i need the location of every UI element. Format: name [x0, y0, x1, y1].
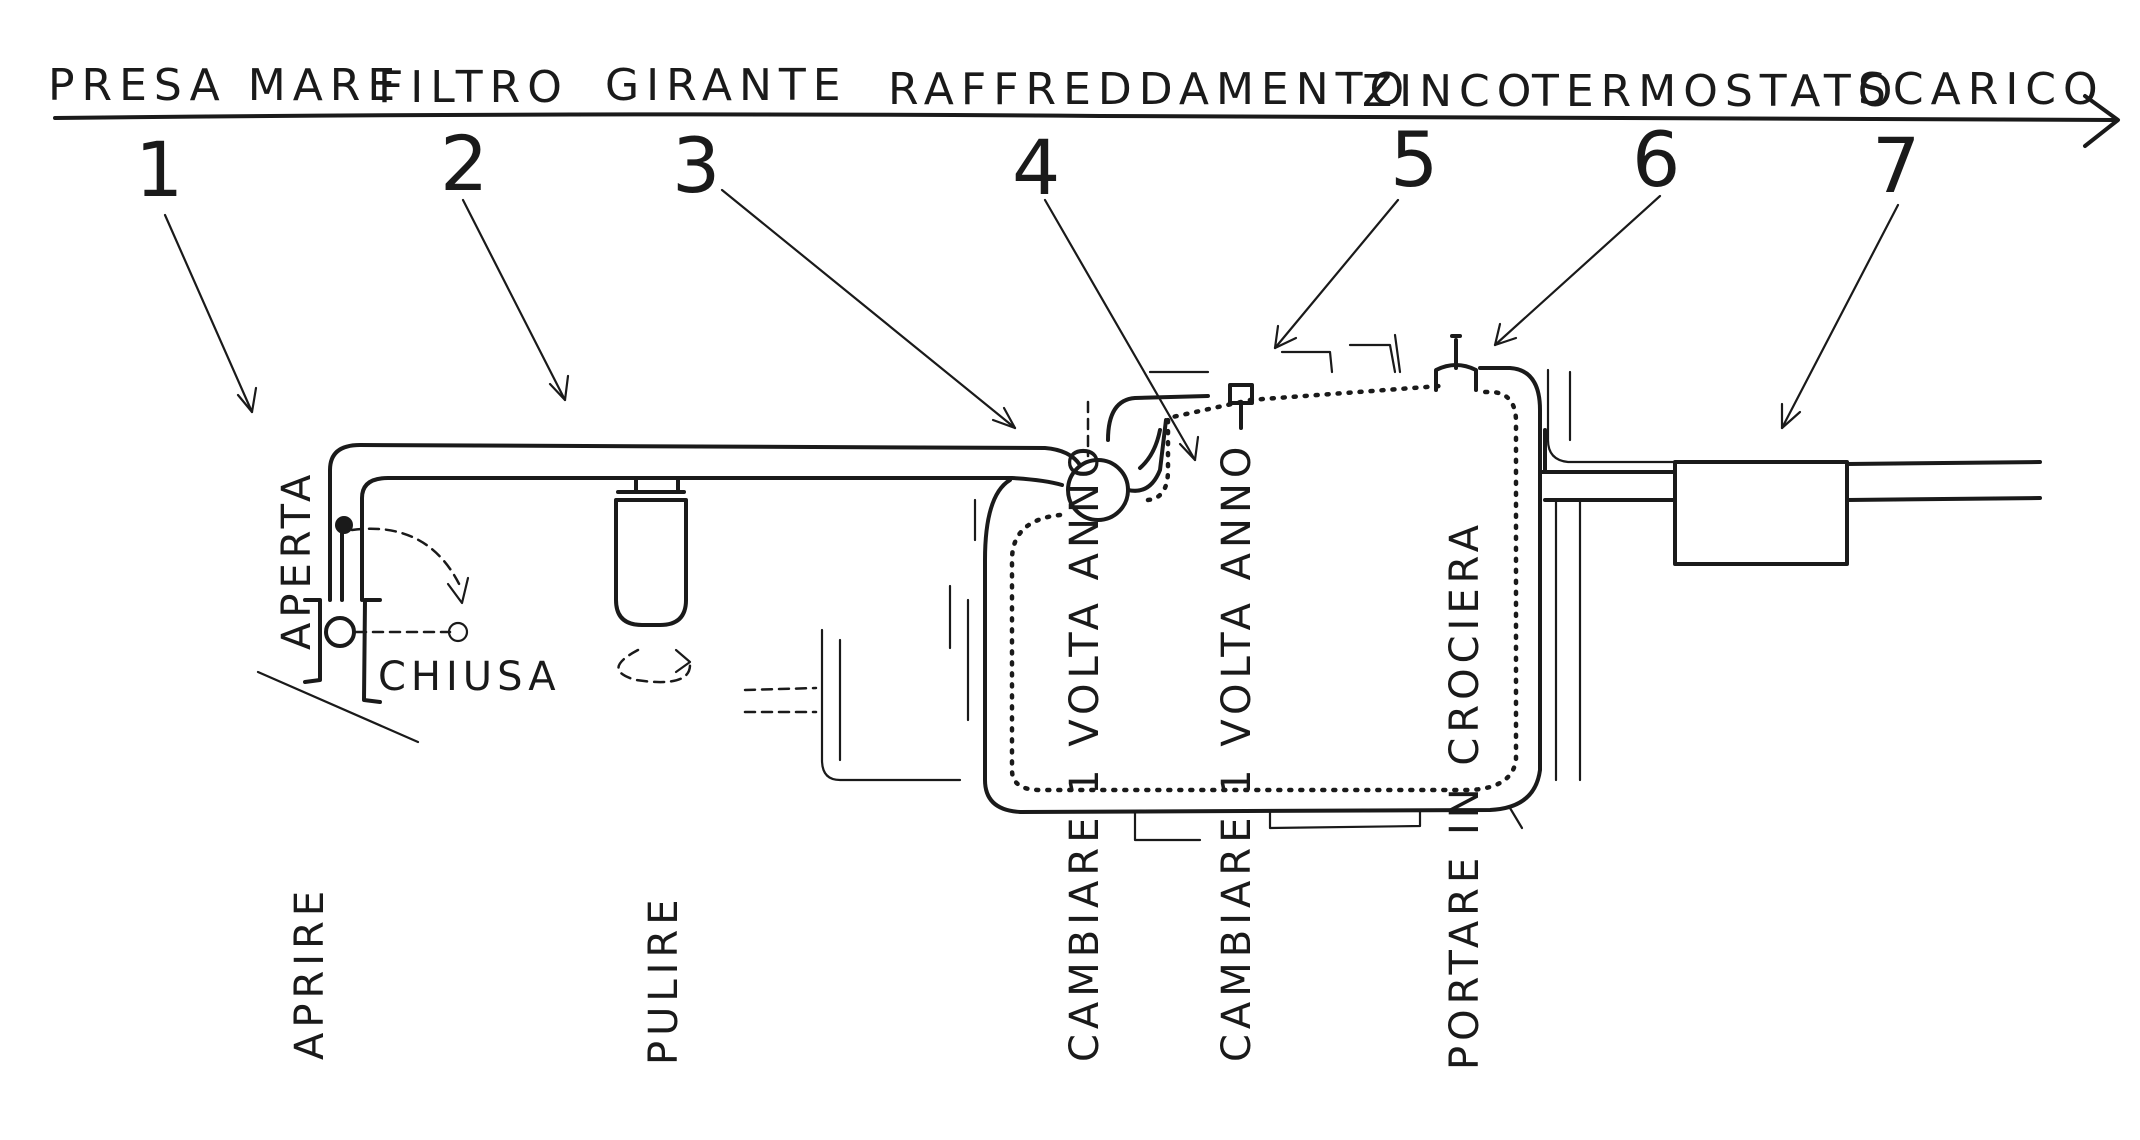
pointer-arrow-5	[1273, 198, 1400, 350]
flow-arrow	[53, 94, 2120, 148]
action-label-pulire: PULIRE	[641, 894, 687, 1065]
pointer-arrow-2	[461, 198, 567, 402]
sea-intake-valve: APERTA CHIUSA	[256, 470, 561, 744]
pointer-arrow-3	[720, 188, 1017, 430]
stage-label-scarico: SCARICO	[1858, 64, 2105, 115]
step-number-5: 5	[1390, 115, 1438, 204]
thermostat	[1434, 334, 1478, 392]
stage-label-presa-mare: PRESA MARE	[48, 60, 402, 111]
exhaust-system	[1538, 428, 2042, 566]
pointer-arrows	[163, 188, 1900, 462]
step-number-7: 7	[1872, 121, 1920, 210]
action-label-cambiare-zinco: CAMBIARE 1 VOLTA ANNO	[1214, 442, 1260, 1062]
step-number-4: 4	[1012, 123, 1060, 212]
step-number-3: 3	[672, 121, 720, 210]
stage-label-raffreddamento: RAFFREDDAMENTO	[888, 64, 1411, 115]
zinc-anode	[1228, 383, 1254, 430]
action-label-portare-termostato: PORTARE IN CROCIERA	[1442, 520, 1488, 1070]
intake-pipe	[328, 443, 1082, 602]
pointer-arrow-4	[1043, 198, 1197, 462]
stage-label-girante: GIRANTE	[605, 60, 848, 111]
stage-label-filtro: FILTRO	[378, 62, 569, 113]
water-filter	[614, 476, 692, 684]
pointer-arrow-1	[163, 213, 254, 414]
impeller	[1066, 400, 1168, 522]
step-numbers: 1 2 3 4 5 6 7	[135, 115, 1920, 214]
step-number-6: 6	[1632, 115, 1680, 204]
pointer-arrow-7	[1780, 203, 1900, 430]
stage-labels: PRESA MARE FILTRO GIRANTE RAFFREDDAMENTO…	[48, 60, 2105, 117]
stage-label-termostato: TERMOSTATO	[1531, 66, 1899, 117]
step-number-1: 1	[135, 125, 183, 214]
action-label-cambiare-girante: CAMBIARE 1 VOLTA ANNO	[1062, 442, 1108, 1062]
step-number-2: 2	[440, 119, 488, 208]
valve-label-closed: CHIUSA	[378, 654, 561, 700]
engine-block	[743, 333, 1682, 842]
action-label-aprire: APRIRE	[287, 886, 333, 1060]
action-labels: APRIRE PULIRE CAMBIARE 1 VOLTA ANNO CAMB…	[287, 442, 1488, 1070]
pointer-arrow-6	[1493, 194, 1662, 347]
valve-label-open: APERTA	[274, 470, 320, 650]
stage-label-zinco: ZINCO	[1362, 66, 1538, 117]
